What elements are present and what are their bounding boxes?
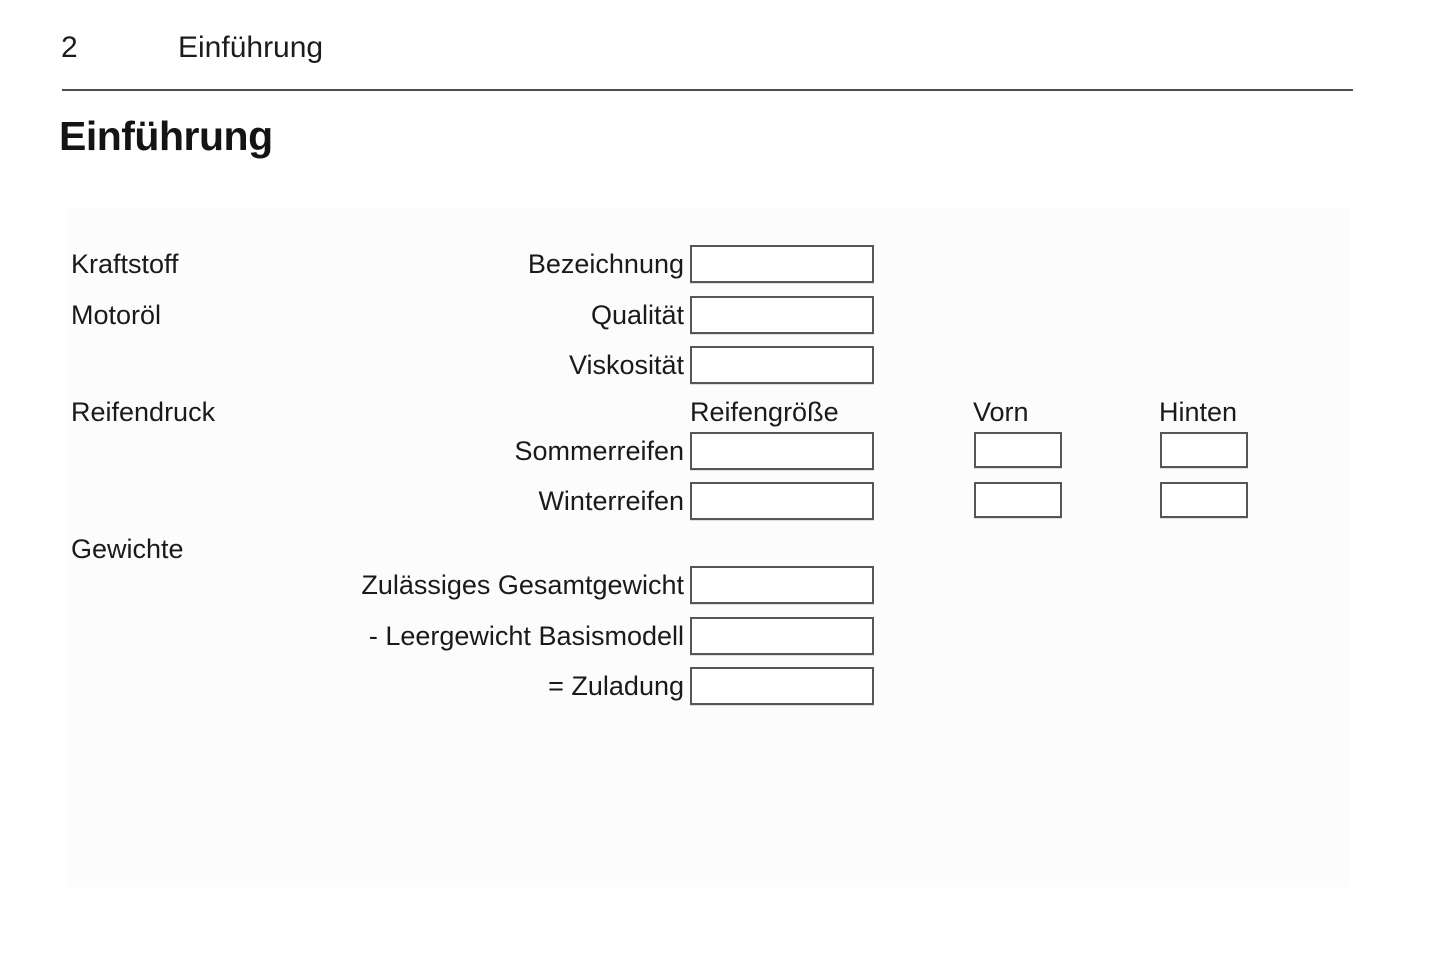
input-sommerreifen-groesse[interactable] [690, 432, 874, 470]
field-label-leergewicht: - Leergewicht Basismodell [368, 621, 684, 651]
field-label-winterreifen: Winterreifen [538, 486, 684, 516]
column-header-hinten: Hinten [1159, 397, 1238, 427]
column-header-vorn: Vorn [973, 397, 1029, 427]
section-label-kraftstoff: Kraftstoff [71, 249, 179, 279]
input-winterreifen-groesse[interactable] [690, 482, 874, 520]
field-label-zuladung: = Zuladung [548, 671, 684, 701]
section-label-gewichte: Gewichte [71, 534, 184, 564]
input-gesamtgewicht[interactable] [690, 566, 874, 604]
field-label-gesamtgewicht: Zulässiges Gesamtgewicht [361, 570, 684, 600]
input-winterreifen-hinten[interactable] [1160, 482, 1248, 518]
input-leergewicht[interactable] [690, 617, 874, 655]
field-label-qualitaet: Qualität [590, 300, 684, 330]
header-divider [62, 89, 1353, 91]
field-label-sommerreifen: Sommerreifen [514, 436, 684, 466]
input-qualitaet[interactable] [690, 296, 874, 334]
input-viskositaet[interactable] [690, 346, 874, 384]
section-label-reifendruck: Reifendruck [71, 397, 216, 427]
running-header-title: Einführung [178, 31, 324, 64]
section-label-motoroel: Motoröl [71, 300, 162, 330]
input-sommerreifen-hinten[interactable] [1160, 432, 1248, 468]
input-bezeichnung[interactable] [690, 245, 874, 283]
input-zuladung[interactable] [690, 667, 874, 705]
field-label-bezeichnung: Bezeichnung [527, 249, 684, 279]
page-title: Einführung [59, 113, 273, 159]
field-label-viskositaet: Viskosität [568, 350, 684, 380]
input-winterreifen-vorn[interactable] [974, 482, 1062, 518]
page-number: 2 [61, 31, 78, 64]
column-header-reifengroesse: Reifengröße [690, 397, 839, 427]
input-sommerreifen-vorn[interactable] [974, 432, 1062, 468]
